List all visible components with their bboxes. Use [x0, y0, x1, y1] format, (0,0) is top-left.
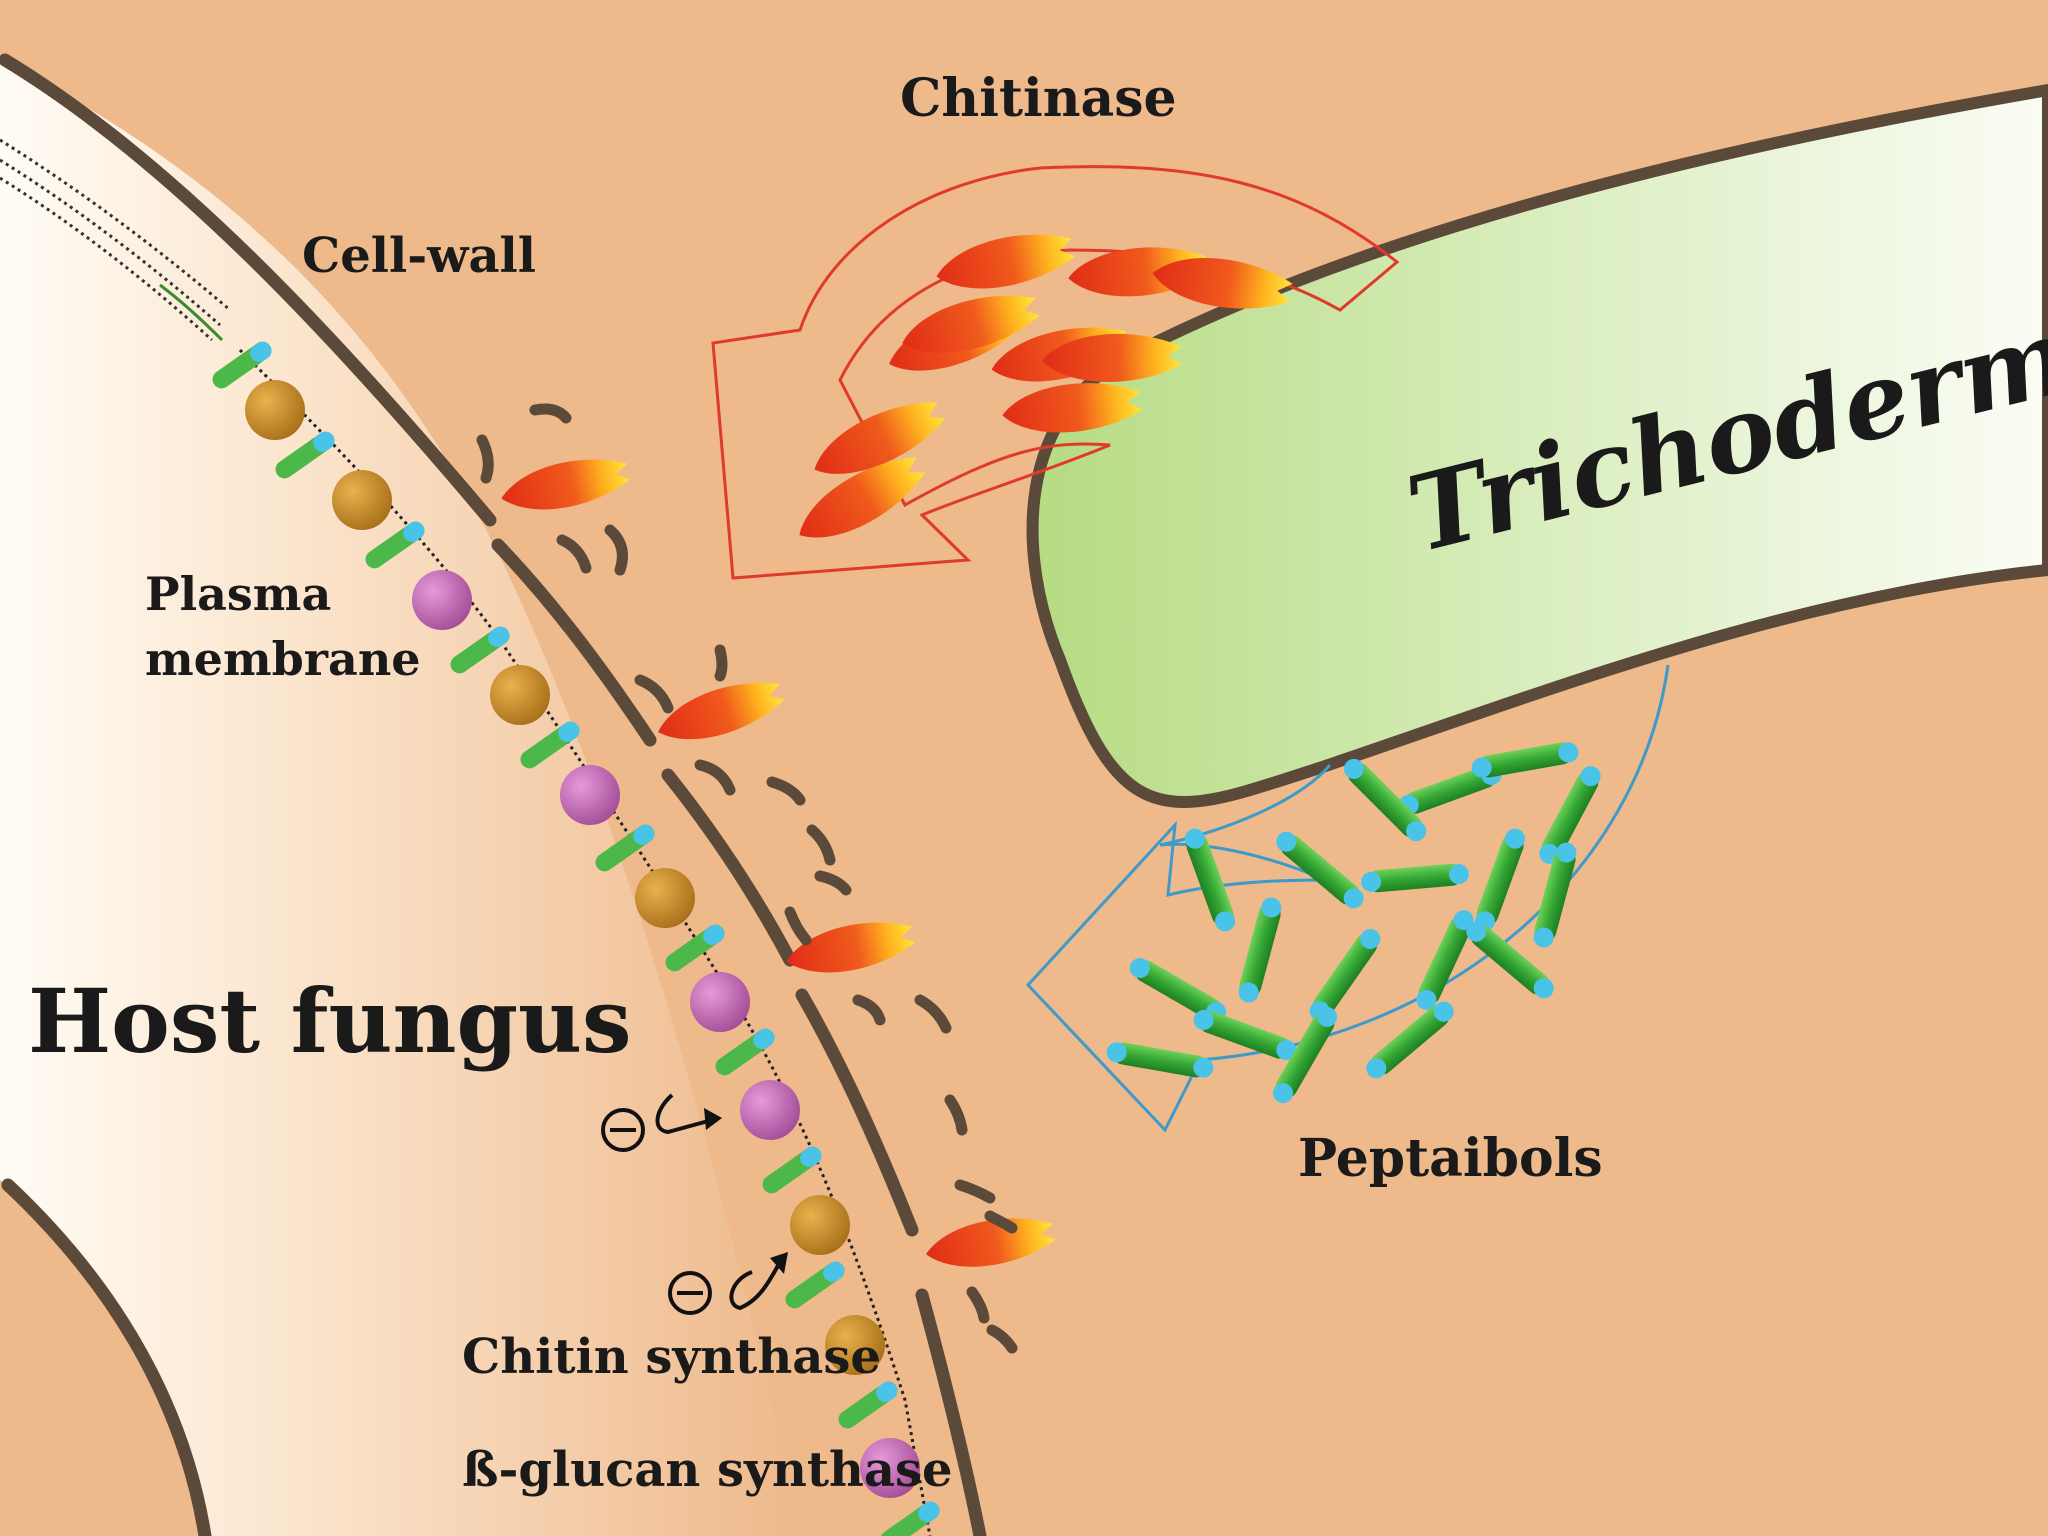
- chitin-synthase-enzyme: [790, 1195, 850, 1255]
- membrane-protein-rod: [212, 341, 272, 389]
- chitin-synthase-enzyme: [332, 470, 392, 530]
- host-fungus-cytoplasm: [0, 60, 800, 1536]
- glucan-synthase-enzyme: [412, 570, 472, 630]
- chitinase-molecule: [1002, 383, 1143, 433]
- chitin-synthase-label: Chitin synthase: [462, 1329, 881, 1385]
- peptaibol-molecule: [1309, 928, 1381, 1022]
- chitin-synthase-enzyme: [825, 1315, 885, 1375]
- membrane-protein-rod: [838, 1381, 898, 1429]
- host-cell-wall: [0, 53, 987, 1536]
- chitin-synthase-enzyme: [490, 665, 550, 725]
- glucan-synthase-enzyme: [560, 765, 620, 825]
- glucan-synthase-enzyme: [740, 1080, 800, 1140]
- chitinase-molecule: [1152, 258, 1293, 309]
- peptaibol-molecules: [1106, 742, 1601, 1104]
- trichoderma-hypha: [1026, 84, 2048, 808]
- chitinase-molecule: [1042, 333, 1183, 382]
- chitinase-molecule: [501, 459, 631, 510]
- chitinase-molecule: [902, 295, 1040, 353]
- peptaibol-molecule: [1184, 828, 1236, 932]
- membrane-protein-rod: [715, 1028, 775, 1076]
- host-fungus-lower-lobe: [0, 1180, 205, 1536]
- membrane-protein-rod: [665, 924, 725, 972]
- peptaibol-molecule: [1366, 1001, 1454, 1079]
- chitin-synthase-enzyme: [245, 380, 305, 440]
- membrane-proteins: [212, 341, 940, 1536]
- peptaibol-molecule: [1466, 921, 1554, 999]
- circled-minus-icon: [668, 1271, 712, 1315]
- glucan-synthase-enzyme: [860, 1438, 920, 1498]
- glucan-synthase-enzyme: [690, 972, 750, 1032]
- inserted-chitinases: [501, 459, 1056, 1267]
- membrane-protein-rod: [275, 431, 335, 479]
- host-fungus-label: Host fungus: [28, 969, 632, 1073]
- chitinase-molecule: [936, 234, 1076, 289]
- upper-membrane-thread: [159, 283, 224, 342]
- septum-lines: [0, 138, 231, 342]
- curved-arrow-icon: [655, 1093, 713, 1135]
- peptaibol-molecule: [1416, 910, 1474, 1010]
- membrane-protein-rod: [595, 824, 655, 872]
- chitinase-molecule: [925, 1218, 1056, 1267]
- membrane-protein-rod: [762, 1146, 822, 1194]
- membrane-protein-rod: [785, 1261, 845, 1309]
- peptaibol-molecule: [1276, 831, 1364, 909]
- peptaibol-molecule: [1343, 758, 1427, 842]
- plasma-membrane-label-line1: Plasma: [145, 567, 331, 621]
- free-chitinases: [799, 234, 1293, 538]
- inhibition-marker-glucan: [668, 1252, 788, 1315]
- inhibition-marker-chitin: [601, 1093, 722, 1152]
- glucan-synthase-label: ß-glucan synthase: [462, 1442, 953, 1498]
- membrane-protein-rod: [450, 626, 510, 674]
- chitinase-molecule: [814, 402, 946, 474]
- membrane-protein-rod: [520, 721, 580, 769]
- cell-wall-label: Cell-wall: [302, 228, 536, 284]
- membrane-protein-rod: [365, 521, 425, 569]
- chitinase-molecule: [658, 683, 785, 740]
- curved-arrow-icon: [729, 1261, 782, 1311]
- chitin-synthase-enzyme: [635, 868, 695, 928]
- peptaibol-molecule: [1238, 897, 1282, 1003]
- peptaibol-molecule: [1474, 828, 1526, 932]
- chitinase-molecule: [786, 922, 916, 973]
- chitinase-secretion-arrow: [711, 165, 1400, 580]
- plasma-membrane-label-line2: membrane: [145, 632, 421, 686]
- circled-minus-icon: [601, 1108, 645, 1152]
- peptaibols-label: Peptaibols: [1298, 1128, 1603, 1189]
- peptaibol-molecule: [1273, 1006, 1337, 1104]
- peptaibol-molecule: [1471, 742, 1579, 778]
- cell-wall-fragments: [476, 403, 1018, 1354]
- peptaibol-molecule: [1533, 842, 1577, 948]
- chitinase-label: Chitinase: [900, 68, 1177, 129]
- membrane-protein-rod: [880, 1501, 940, 1536]
- peptaibol-molecule: [1193, 1009, 1297, 1061]
- peptaibol-molecule: [1106, 1042, 1214, 1078]
- peptaibols-arrow: [1025, 664, 1670, 1133]
- chitinase-molecule: [799, 457, 926, 538]
- peptaibol-molecule: [1361, 863, 1469, 893]
